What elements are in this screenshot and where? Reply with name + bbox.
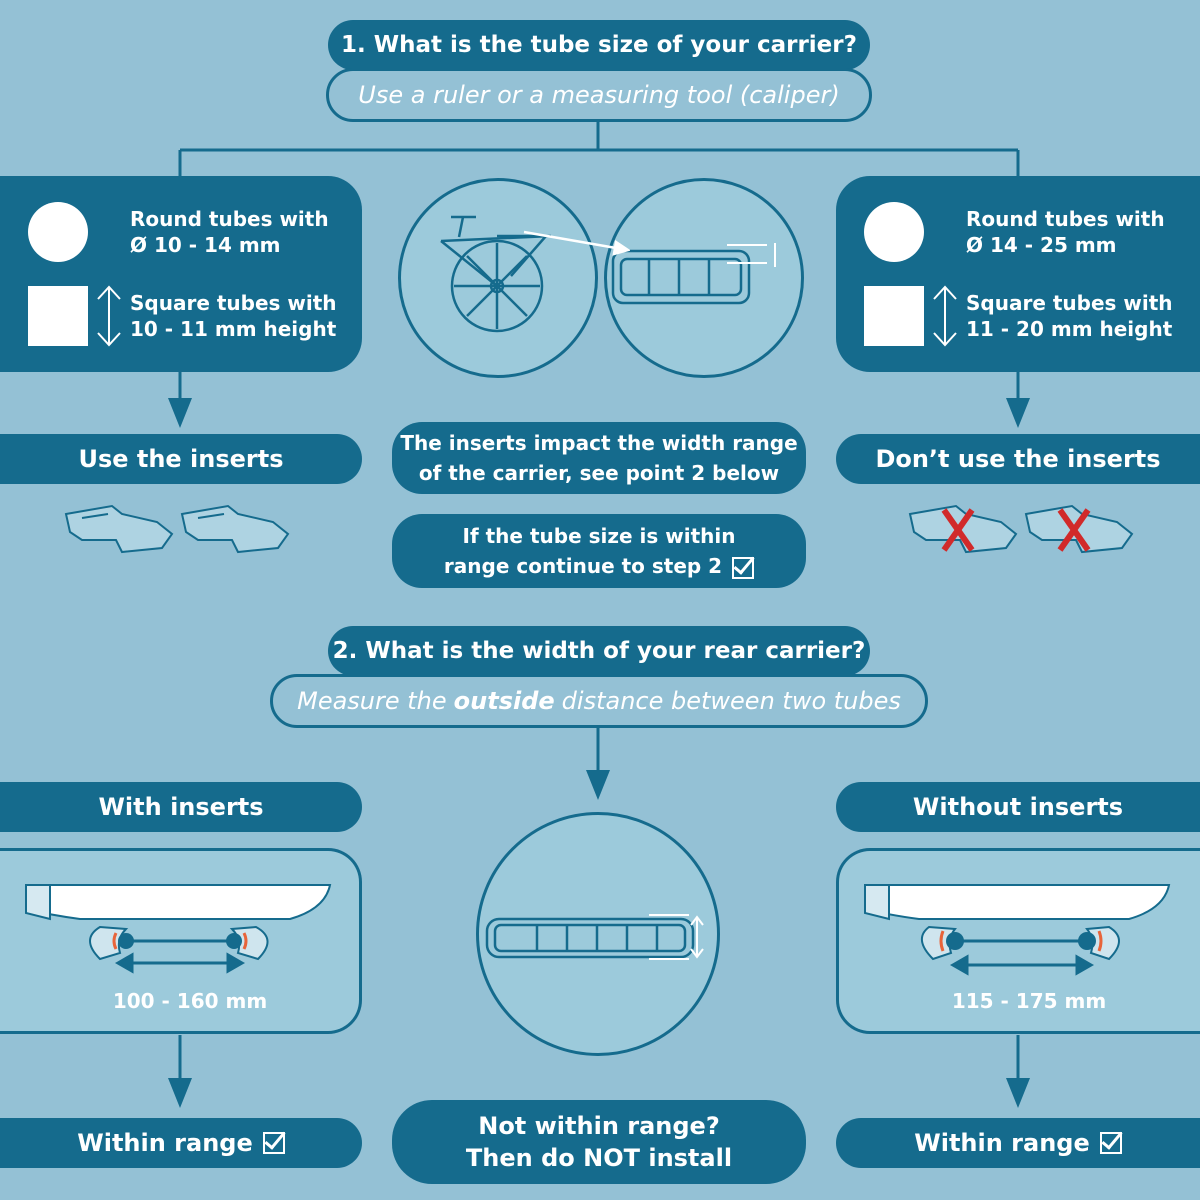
without-inserts-rack-icon: [864, 884, 1171, 976]
step1-question: 1. What is the tube size of your carrier…: [328, 20, 870, 70]
carrier-width-illustration: [476, 812, 720, 1056]
without-inserts-range: 115 - 175 mm: [951, 989, 1107, 1013]
carrier-zoom-illustration: [604, 178, 804, 378]
with-inserts-text: With inserts: [98, 793, 264, 821]
without-inserts-within-range: Within range: [836, 1118, 1200, 1168]
round-tube-icon: [28, 202, 88, 262]
without-inserts-text: Without inserts: [912, 793, 1124, 821]
with-inserts-within-range: Within range: [0, 1118, 362, 1168]
with-inserts-panel: 100 - 160 mm: [0, 848, 362, 1034]
crossed-inserts-illustration: [908, 504, 1134, 554]
bicycle-icon: [440, 215, 552, 333]
checkbox-icon: [732, 556, 755, 579]
note-line-1: The inserts impact the width range: [400, 431, 798, 455]
step1-hint-text: Use a ruler or a measuring tool (caliper…: [358, 81, 840, 109]
zoom-arrow-icon: [523, 230, 630, 256]
warning-line-2: Then do NOT install: [465, 1144, 733, 1172]
with-inserts-title: With inserts: [0, 782, 362, 832]
step1-question-text: 1. What is the tube size of your carrier…: [341, 32, 857, 58]
hint-after: distance between two tubes: [561, 687, 901, 715]
square-tube-icon: [864, 286, 924, 346]
carrier-top-view-icon: [485, 914, 704, 960]
hint-before: Measure the: [297, 687, 447, 715]
hint-bold: outside: [453, 687, 555, 715]
inserts-impact-note: The inserts impact the width range of th…: [392, 422, 806, 494]
inserts-illustration: [64, 504, 290, 554]
not-within-range-warning: Not within range? Then do NOT install: [392, 1100, 806, 1184]
step2-hint: Measure the outside distance between two…: [270, 674, 928, 728]
with-inserts-range: 100 - 160 mm: [112, 989, 268, 1013]
warning-line-1: Not within range?: [478, 1112, 720, 1140]
checkbox-icon: [1099, 1132, 1122, 1154]
within-range-text: Within range: [77, 1129, 253, 1157]
continue-note: If the tube size is within range continu…: [392, 514, 806, 588]
use-inserts-text: Use the inserts: [78, 445, 284, 473]
cross-icon: [941, 508, 1091, 552]
use-inserts-result: Use the inserts: [0, 434, 362, 484]
height-arrow-icon: [97, 285, 121, 347]
round-tube-icon: [864, 202, 924, 262]
without-inserts-panel: 115 - 175 mm: [836, 848, 1200, 1034]
checkbox-icon: [262, 1132, 285, 1154]
note-line-2: of the carrier, see point 2 below: [418, 461, 780, 485]
step2-question-text: 2. What is the width of your rear carrie…: [332, 638, 866, 664]
square-tube-icon: [28, 286, 88, 346]
continue-line-1: If the tube size is within: [462, 524, 736, 548]
within-range-text: Within range: [914, 1129, 1090, 1157]
dont-use-inserts-result: Don’t use the inserts: [836, 434, 1200, 484]
with-inserts-rack-icon: [25, 884, 332, 974]
carrier-icon: [611, 243, 776, 305]
bicycle-illustration: [398, 178, 598, 378]
step2-question: 2. What is the width of your rear carrie…: [328, 626, 870, 676]
height-arrow-icon: [933, 285, 957, 347]
step1-hint: Use a ruler or a measuring tool (caliper…: [326, 68, 872, 122]
dont-use-inserts-text: Don’t use the inserts: [875, 445, 1161, 473]
without-inserts-title: Without inserts: [836, 782, 1200, 832]
continue-line-2: range continue to step 2: [443, 554, 723, 578]
